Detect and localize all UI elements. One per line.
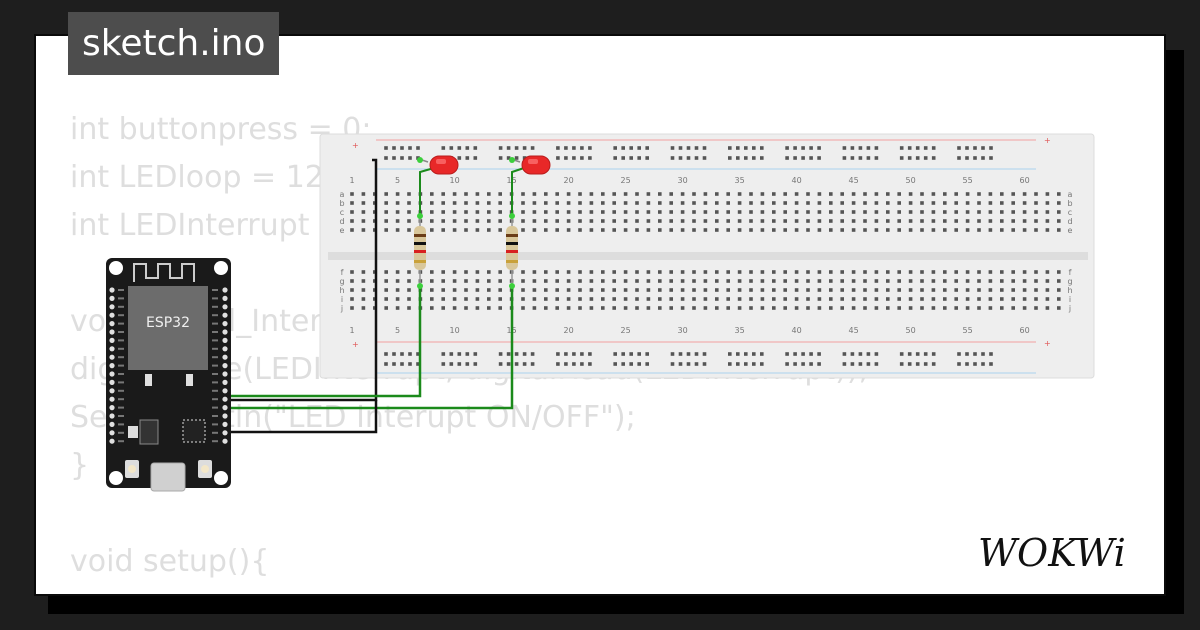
wokwi-logo-text: WOKWi <box>978 531 1126 575</box>
row-label: d <box>339 217 344 226</box>
column-label-bottom: 45 <box>849 326 859 335</box>
column-label-top: 35 <box>735 176 745 185</box>
column-label-bottom: 35 <box>735 326 745 335</box>
row-label: c <box>1068 208 1072 217</box>
row-label: i <box>1069 295 1071 304</box>
column-label-top: 55 <box>963 176 973 185</box>
column-label-bottom: 50 <box>906 326 916 335</box>
resistor-1[interactable] <box>414 216 426 286</box>
column-label-bottom: 10 <box>450 326 460 335</box>
column-label-top: 50 <box>906 176 916 185</box>
rail-plus-top-right: + <box>1044 136 1051 145</box>
row-label: b <box>339 199 344 208</box>
esp32-pins <box>109 287 228 444</box>
chip-label: ESP32 <box>146 315 190 331</box>
row-label: b <box>1067 199 1072 208</box>
row-label: h <box>1067 286 1072 295</box>
breadboard-holes <box>350 146 1061 366</box>
column-label-top: 25 <box>621 176 631 185</box>
led-2[interactable] <box>513 155 551 175</box>
wokwi-logo: WOKWi <box>978 531 1126 575</box>
row-label: g <box>339 277 344 286</box>
column-label-top: 10 <box>450 176 460 185</box>
column-label-bottom: 20 <box>564 326 574 335</box>
row-label: d <box>1067 217 1072 226</box>
row-label: i <box>341 295 343 304</box>
led-1[interactable] <box>421 155 459 175</box>
column-label-bottom: 55 <box>963 326 973 335</box>
row-label: h <box>339 286 344 295</box>
column-label-top: 30 <box>678 176 688 185</box>
esp32-board[interactable]: ESP32 <box>106 258 231 492</box>
rail-plus-bottom: + <box>352 340 359 349</box>
rail-plus-bottom-right: + <box>1044 339 1051 348</box>
row-label: f <box>341 268 344 277</box>
column-label-top: 60 <box>1020 176 1030 185</box>
row-label: c <box>340 208 344 217</box>
row-label: g <box>1067 277 1072 286</box>
row-label: e <box>1068 226 1073 235</box>
column-label-bottom: 1 <box>349 326 354 335</box>
row-label: a <box>1068 190 1073 199</box>
row-label: j <box>340 304 343 313</box>
column-label-top: 45 <box>849 176 859 185</box>
row-label: a <box>340 190 345 199</box>
rail-plus-top: + <box>352 141 359 150</box>
column-label-top: 40 <box>792 176 802 185</box>
row-label: j <box>1068 304 1071 313</box>
column-label-top: 1 <box>349 176 354 185</box>
connection-dots <box>417 157 515 289</box>
row-label: f <box>1069 268 1072 277</box>
code-line: Serial.begin(9600); <box>70 586 869 594</box>
column-label-bottom: 25 <box>621 326 631 335</box>
column-label-top: 5 <box>395 176 400 185</box>
code-line: void setup(){ <box>70 544 270 579</box>
file-tab[interactable]: sketch.ino <box>68 12 280 75</box>
column-label-bottom: 40 <box>792 326 802 335</box>
code-line: } <box>70 448 90 483</box>
row-label: e <box>340 226 345 235</box>
column-label-bottom: 5 <box>395 326 400 335</box>
column-label-bottom: 60 <box>1020 326 1030 335</box>
code-line: int buttonpress = 0; <box>70 112 372 147</box>
resistor-2[interactable] <box>506 216 518 286</box>
column-label-top: 20 <box>564 176 574 185</box>
column-label-bottom: 30 <box>678 326 688 335</box>
